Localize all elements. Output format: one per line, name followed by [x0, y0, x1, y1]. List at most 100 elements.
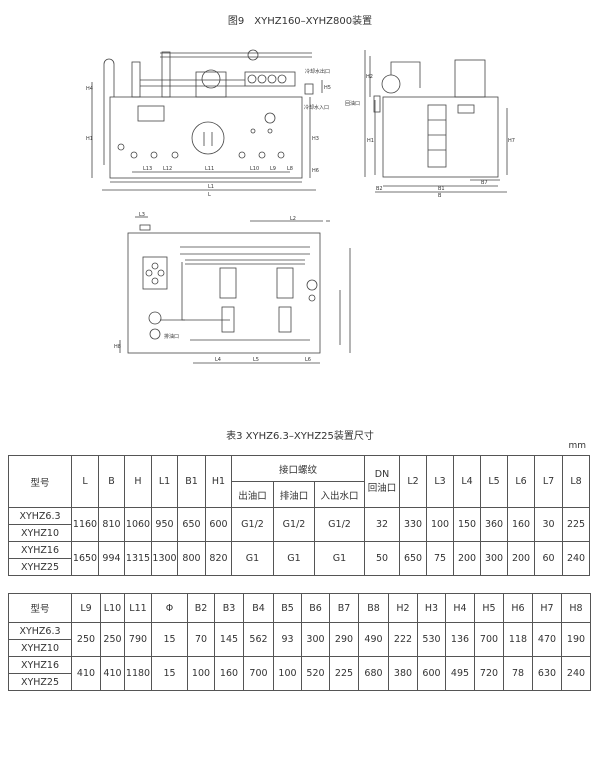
column-header: Φ: [151, 593, 188, 623]
column-header: H8: [561, 593, 591, 623]
table-cell: 250: [71, 622, 101, 657]
dim-L10: L10: [250, 166, 259, 172]
dim-L12: L12: [163, 166, 172, 172]
table-cell: 100: [187, 656, 215, 691]
dim-B7: B7: [481, 180, 488, 186]
table-cell: 1160: [71, 507, 99, 542]
table-cell: G1: [313, 541, 366, 576]
dim-H5: H5: [324, 85, 331, 91]
column-header: B7: [329, 593, 359, 623]
table-cell: 100: [273, 656, 302, 691]
table-cell: 1180: [124, 656, 152, 691]
table-cell: 994: [98, 541, 125, 576]
tank-side: [382, 96, 499, 178]
column-header: H5: [474, 593, 504, 623]
model-name: XYHZ25: [8, 558, 72, 576]
table-cell: 200: [507, 541, 536, 576]
table-cell: 70: [187, 622, 215, 657]
header-dn: DN 回油口: [364, 455, 401, 508]
table-cell: 100: [426, 507, 455, 542]
table-cell: G1/2: [231, 507, 274, 542]
table-cell: 222: [388, 622, 418, 657]
table-cell: 32: [364, 507, 401, 542]
table-cell: 470: [532, 622, 562, 657]
table-cell: 30: [534, 507, 564, 542]
dim-H3: H3: [312, 136, 319, 142]
column-header: L10: [100, 593, 125, 623]
table-cell: 160: [214, 656, 244, 691]
label-drain-oil: 排油口: [164, 333, 179, 340]
model-name: XYHZ6.3: [8, 622, 72, 640]
model-name: XYHZ16: [8, 541, 72, 559]
table-cell: 490: [358, 622, 389, 657]
table-cell: 1300: [151, 541, 178, 576]
table-cell: 800: [177, 541, 206, 576]
table-cell: 530: [417, 622, 446, 657]
column-header: 入出水口: [313, 481, 366, 508]
column-header: B8: [358, 593, 389, 623]
label-cooling-out: 冷却水出口: [305, 68, 330, 75]
table-cell: 300: [301, 622, 330, 657]
dn-sub-label: 回油口: [367, 483, 397, 494]
column-header: H3: [417, 593, 446, 623]
column-header: L3: [426, 455, 455, 508]
table-cell: 950: [151, 507, 178, 542]
table-row: XYHZ25: [8, 558, 590, 576]
table-cell: 700: [474, 622, 504, 657]
column-header: L4: [453, 455, 482, 508]
dim-L: L: [208, 192, 211, 198]
table-cell: 410: [100, 656, 125, 691]
table-cell: G1: [231, 541, 274, 576]
dim-B1: B1: [438, 186, 445, 192]
column-header: B5: [273, 593, 302, 623]
table-cell: 650: [177, 507, 206, 542]
dim-H2: H2: [366, 74, 373, 80]
column-header: H1: [205, 455, 232, 508]
column-header: H7: [532, 593, 562, 623]
table-cell: 520: [301, 656, 330, 691]
table-cell: 495: [445, 656, 475, 691]
table-cell: 50: [364, 541, 401, 576]
table-title: 表3 XYHZ6.3–XYHZ25装置尺寸: [226, 431, 374, 442]
column-header: L5: [480, 455, 509, 508]
column-header: L9: [71, 593, 101, 623]
column-header: H: [124, 455, 152, 508]
table-cell: 410: [71, 656, 101, 691]
header-model: 型号: [8, 593, 72, 623]
dim-L8: L8: [287, 166, 293, 172]
table-cell: 250: [100, 622, 125, 657]
column-header: 排油口: [273, 481, 315, 508]
table-cell: 810: [98, 507, 125, 542]
nameplate: [137, 105, 165, 122]
column-header: L11: [124, 593, 152, 623]
table-cell: 1650: [71, 541, 99, 576]
table-cell: 60: [534, 541, 564, 576]
header-thread-group: 接口螺纹: [230, 455, 366, 482]
model-name: XYHZ10: [8, 639, 72, 657]
table-cell: 360: [480, 507, 509, 542]
table-cell: 1315: [124, 541, 152, 576]
dim-B: B: [438, 193, 442, 199]
table-cell: 330: [399, 507, 428, 542]
label-return-oil: 回油口: [345, 100, 360, 107]
unit-label: mm: [568, 441, 586, 451]
column-header: L7: [534, 455, 564, 508]
label-cooling-in: 冷却水入口: [304, 104, 329, 111]
model-name: XYHZ16: [8, 656, 72, 674]
table-cell: 145: [214, 622, 244, 657]
figure-title: 图9 XYHZ160–XYHZ800装置: [227, 16, 373, 27]
dim-H8: H8: [114, 344, 121, 350]
model-name: XYHZ25: [8, 673, 72, 691]
column-header: L6: [507, 455, 536, 508]
column-header: H4: [445, 593, 475, 623]
column-header: B6: [301, 593, 330, 623]
dim-L9: L9: [270, 166, 276, 172]
table-cell: 75: [426, 541, 455, 576]
dn-label: DN: [374, 469, 390, 480]
